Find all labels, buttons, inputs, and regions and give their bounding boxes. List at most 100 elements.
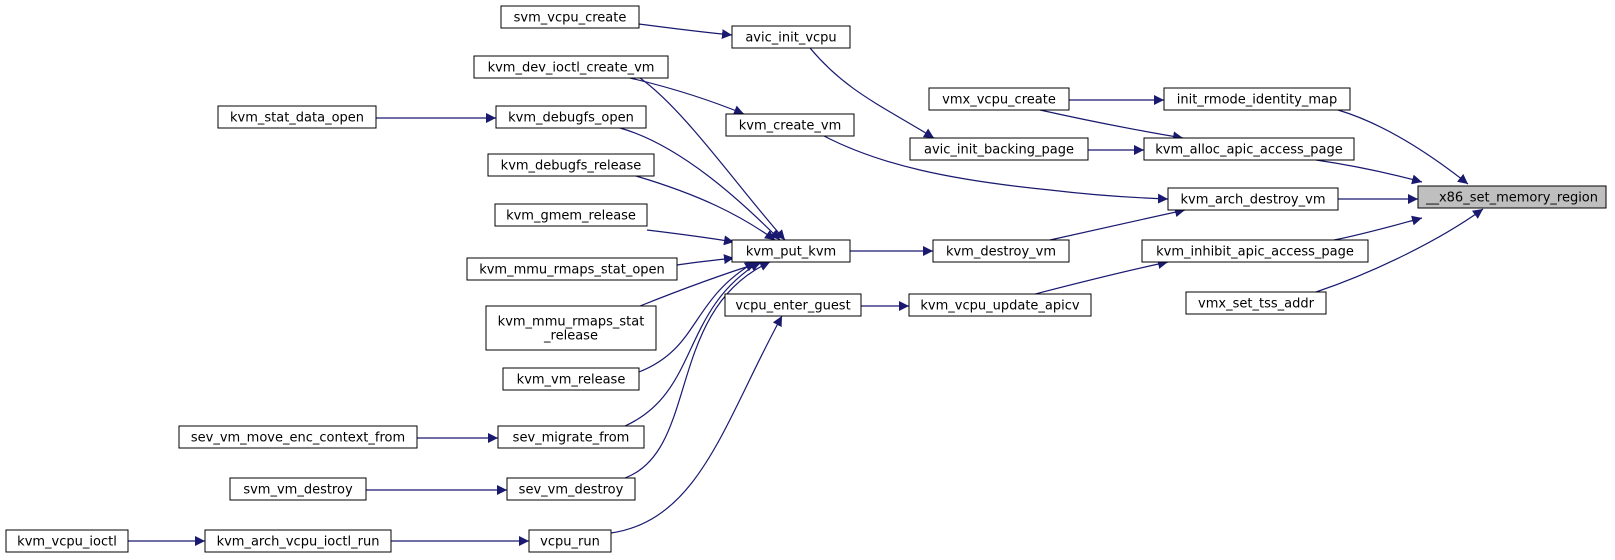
node-label: vcpu_run [540,535,600,550]
node-label: kvm_dev_ioctl_create_vm [488,61,655,76]
edge-avic-init-vcpu-to-avic-init-backing-page [809,47,935,139]
node-label: kvm_arch_vcpu_ioctl_run [217,535,380,550]
node-box [528,529,612,553]
node-kvm-stat-data-open[interactable]: kvm_stat_data_open [217,105,377,129]
node-box [1185,291,1327,315]
node-label: svm_vcpu_create [514,11,627,26]
node-box [731,25,851,49]
node-sev-migrate-from[interactable]: sev_migrate_from [497,425,645,449]
edge-vcpu-run-to-vcpu-enter-guest [610,315,783,534]
node-kvm-arch-vcpu-ioctl-run[interactable]: kvm_arch_vcpu_ioctl_run [204,529,392,553]
node-box [178,425,418,449]
edge-kvm-vcpu-update-apicv-to-kvm-inhibit-apic-access-page [1034,259,1169,295]
node-avic-init-vcpu[interactable]: avic_init_vcpu [731,25,851,49]
edge-kvm-destroy-vm-to-kvm-arch-destroy-vm [1049,207,1186,241]
node-vcpu-enter-guest[interactable]: vcpu_enter_guest [724,293,862,317]
node-label: kvm_vcpu_update_apicv [920,299,1079,314]
edge-vmx-set-tss-addr-to-x86-set-memory-region [1315,208,1484,293]
node-label: vmx_vcpu_create [942,93,1056,108]
node-kvm-vcpu-update-apicv[interactable]: kvm_vcpu_update_apicv [908,293,1092,317]
node-label: avic_init_backing_page [924,143,1074,158]
node-box [1417,185,1607,209]
node-box [1143,137,1355,161]
node-label: kvm_mmu_rmaps_stat_open [479,263,665,278]
node-box [928,87,1070,111]
edge-init-rmode-identity-map-to-x86-set-memory-region [1337,109,1469,185]
node-avic-init-backing-page[interactable]: avic_init_backing_page [909,137,1089,161]
node-kvm-alloc-apic-access-page[interactable]: kvm_alloc_apic_access_page [1143,137,1355,161]
node-box [1167,187,1339,211]
node-kvm-vm-release[interactable]: kvm_vm_release [502,367,640,391]
node-box [466,257,678,281]
node-kvm-vcpu-ioctl[interactable]: kvm_vcpu_ioctl [5,529,129,553]
edge-kvm-dev-ioctl-create-vm-to-kvm-create-vm [629,77,745,115]
node-label: sev_vm_destroy [519,483,624,498]
edge-kvm-alloc-apic-access-page-to-x86-set-memory-region [1315,159,1423,185]
node-label: sev_migrate_from [513,431,630,446]
node-vmx-vcpu-create[interactable]: vmx_vcpu_create [928,87,1070,111]
node-box [487,153,655,177]
node-box [500,5,640,29]
node-vcpu-run[interactable]: vcpu_run [528,529,612,553]
edge-kvm-gmem-release-to-kvm-put-kvm [646,229,735,246]
node-label: kvm_create_vm [739,119,842,134]
node-label: kvm_inhibit_apic_access_page [1156,245,1354,260]
edge-kvm-mmu-rmaps-stat-open-to-kvm-put-kvm [676,254,735,266]
edges-layer [128,23,1484,546]
node-label: kvm_destroy_vm [946,245,1056,260]
edge-sev-migrate-from-to-kvm-put-kvm [624,261,761,427]
node-box [725,113,855,137]
node-box [1141,239,1369,263]
edge-kvm-vm-release-to-kvm-put-kvm [638,261,756,373]
node-svm-vcpu-create[interactable]: svm_vcpu_create [500,5,640,29]
node-kvm-inhibit-apic-access-page[interactable]: kvm_inhibit_apic_access_page [1141,239,1369,263]
node-box [724,293,862,317]
node-label: kvm_gmem_release [506,209,636,224]
node-kvm-gmem-release[interactable]: kvm_gmem_release [494,203,648,227]
node-sev-vm-destroy[interactable]: sev_vm_destroy [506,477,636,501]
node-box [909,137,1089,161]
node-box [731,239,851,263]
edge-vmx-vcpu-create-to-kvm-alloc-apic-access-page [1039,109,1184,142]
node-box [932,239,1070,263]
node-kvm-create-vm[interactable]: kvm_create_vm [725,113,855,137]
node-kvm-dev-ioctl-create-vm[interactable]: kvm_dev_ioctl_create_vm [473,55,669,79]
node-box [473,55,669,79]
node-label: __x86_set_memory_region [1425,191,1598,206]
edge-kvm-dev-ioctl-create-vm-to-kvm-put-kvm [639,77,786,241]
node-x86-set-memory-region: __x86_set_memory_region [1417,185,1607,209]
node-kvm-mmu-rmaps-stat-release[interactable]: kvm_mmu_rmaps_stat_release [485,305,657,351]
node-box [5,529,129,553]
edge-kvm-debugfs-release-to-kvm-put-kvm [635,175,776,241]
node-kvm-debugfs-open[interactable]: kvm_debugfs_open [495,105,647,129]
node-label: sev_vm_move_enc_context_from [191,431,405,446]
node-box [908,293,1092,317]
edge-kvm-inhibit-apic-access-page-to-x86-set-memory-region [1333,215,1423,241]
node-init-rmode-identity-map[interactable]: init_rmode_identity_map [1163,87,1351,111]
node-label: init_rmode_identity_map [1177,93,1338,108]
node-box [495,105,647,129]
edge-kvm-debugfs-open-to-kvm-put-kvm [619,127,781,241]
node-label: vmx_set_tss_addr [1198,297,1315,312]
edge-sev-vm-destroy-to-kvm-put-kvm [624,261,771,479]
node-label: kvm_vcpu_ioctl [17,535,117,550]
node-label: kvm_mmu_rmaps_stat [498,315,645,330]
node-box [497,425,645,449]
node-box [506,477,636,501]
node-sev-vm-move-enc-context-from[interactable]: sev_vm_move_enc_context_from [178,425,418,449]
node-kvm-destroy-vm[interactable]: kvm_destroy_vm [932,239,1070,263]
node-label: kvm_alloc_apic_access_page [1155,143,1342,158]
node-kvm-debugfs-release[interactable]: kvm_debugfs_release [487,153,655,177]
node-box [229,477,367,501]
edge-kvm-create-vm-to-kvm-arch-destroy-vm [823,135,1169,204]
node-box [502,367,640,391]
node-kvm-mmu-rmaps-stat-open[interactable]: kvm_mmu_rmaps_stat_open [466,257,678,281]
node-svm-vm-destroy[interactable]: svm_vm_destroy [229,477,367,501]
node-label: kvm_put_kvm [746,245,836,260]
node-vmx-set-tss-addr[interactable]: vmx_set_tss_addr [1185,291,1327,315]
node-kvm-put-kvm[interactable]: kvm_put_kvm [731,239,851,263]
node-label: vcpu_enter_guest [735,299,850,314]
node-label: kvm_debugfs_release [501,159,642,174]
node-kvm-arch-destroy-vm[interactable]: kvm_arch_destroy_vm [1167,187,1339,211]
